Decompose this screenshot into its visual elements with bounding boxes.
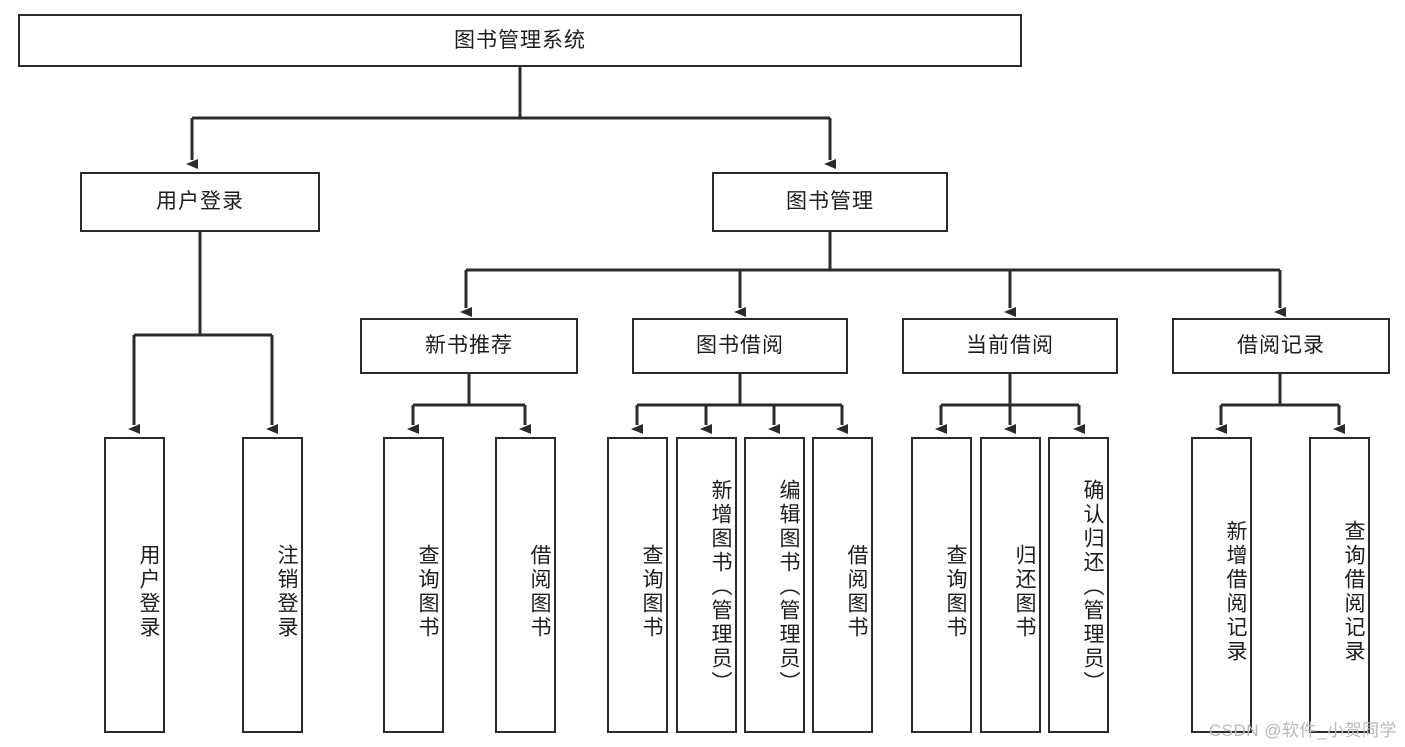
node-label: 用户登录 [156,190,244,214]
node-label: 确认归还（管理员） [1081,479,1104,695]
node-label: 注销登录 [275,544,298,640]
node-leaf-query-book-recommend[interactable]: 查询图书 [383,437,444,733]
node-leaf-borrow-book-recommend[interactable]: 借阅图书 [495,437,556,733]
node-leaf-logout[interactable]: 注销登录 [242,437,303,733]
node-borrow-record[interactable]: 借阅记录 [1172,318,1390,374]
csdn-watermark: CSDN @软件_小贺同学 [1208,721,1397,740]
node-label: 新增图书（管理员） [709,479,732,695]
node-label: 查询图书 [416,544,439,640]
node-label: 查询图书 [640,544,663,640]
node-book-borrow[interactable]: 图书借阅 [632,318,848,374]
node-leaf-query-book-current[interactable]: 查询图书 [911,437,972,733]
node-leaf-return-book[interactable]: 归还图书 [980,437,1041,733]
node-leaf-query-book-borrow[interactable]: 查询图书 [607,437,668,733]
node-label: 图书管理系统 [454,28,586,52]
node-user-login[interactable]: 用户登录 [80,172,320,232]
node-label: 归还图书 [1013,544,1036,640]
node-label: 查询借阅记录 [1342,520,1365,664]
node-leaf-confirm-return-admin[interactable]: 确认归还（管理员） [1048,437,1109,733]
node-new-book-recommend[interactable]: 新书推荐 [360,318,578,374]
node-label: 借阅记录 [1237,334,1325,358]
node-label: 借阅图书 [528,544,551,640]
node-label: 用户登录 [137,544,160,640]
node-label: 借阅图书 [845,544,868,640]
node-leaf-add-borrow-record[interactable]: 新增借阅记录 [1191,437,1252,733]
node-book-management[interactable]: 图书管理 [712,172,948,232]
node-leaf-add-book-admin[interactable]: 新增图书（管理员） [676,437,737,733]
node-label: 当前借阅 [966,334,1054,358]
node-leaf-borrow-book[interactable]: 借阅图书 [812,437,873,733]
node-leaf-user-login[interactable]: 用户登录 [104,437,165,733]
node-label: 编辑图书（管理员） [777,479,800,695]
node-label: 新书推荐 [425,334,513,358]
node-leaf-edit-book-admin[interactable]: 编辑图书（管理员） [744,437,805,733]
node-root-book-management-system[interactable]: 图书管理系统 [18,14,1022,67]
node-label: 图书借阅 [696,334,784,358]
node-label: 查询图书 [944,544,967,640]
node-label: 图书管理 [786,190,874,214]
node-label: 新增借阅记录 [1224,520,1247,664]
node-current-borrow[interactable]: 当前借阅 [902,318,1118,374]
node-leaf-query-borrow-record[interactable]: 查询借阅记录 [1309,437,1370,733]
